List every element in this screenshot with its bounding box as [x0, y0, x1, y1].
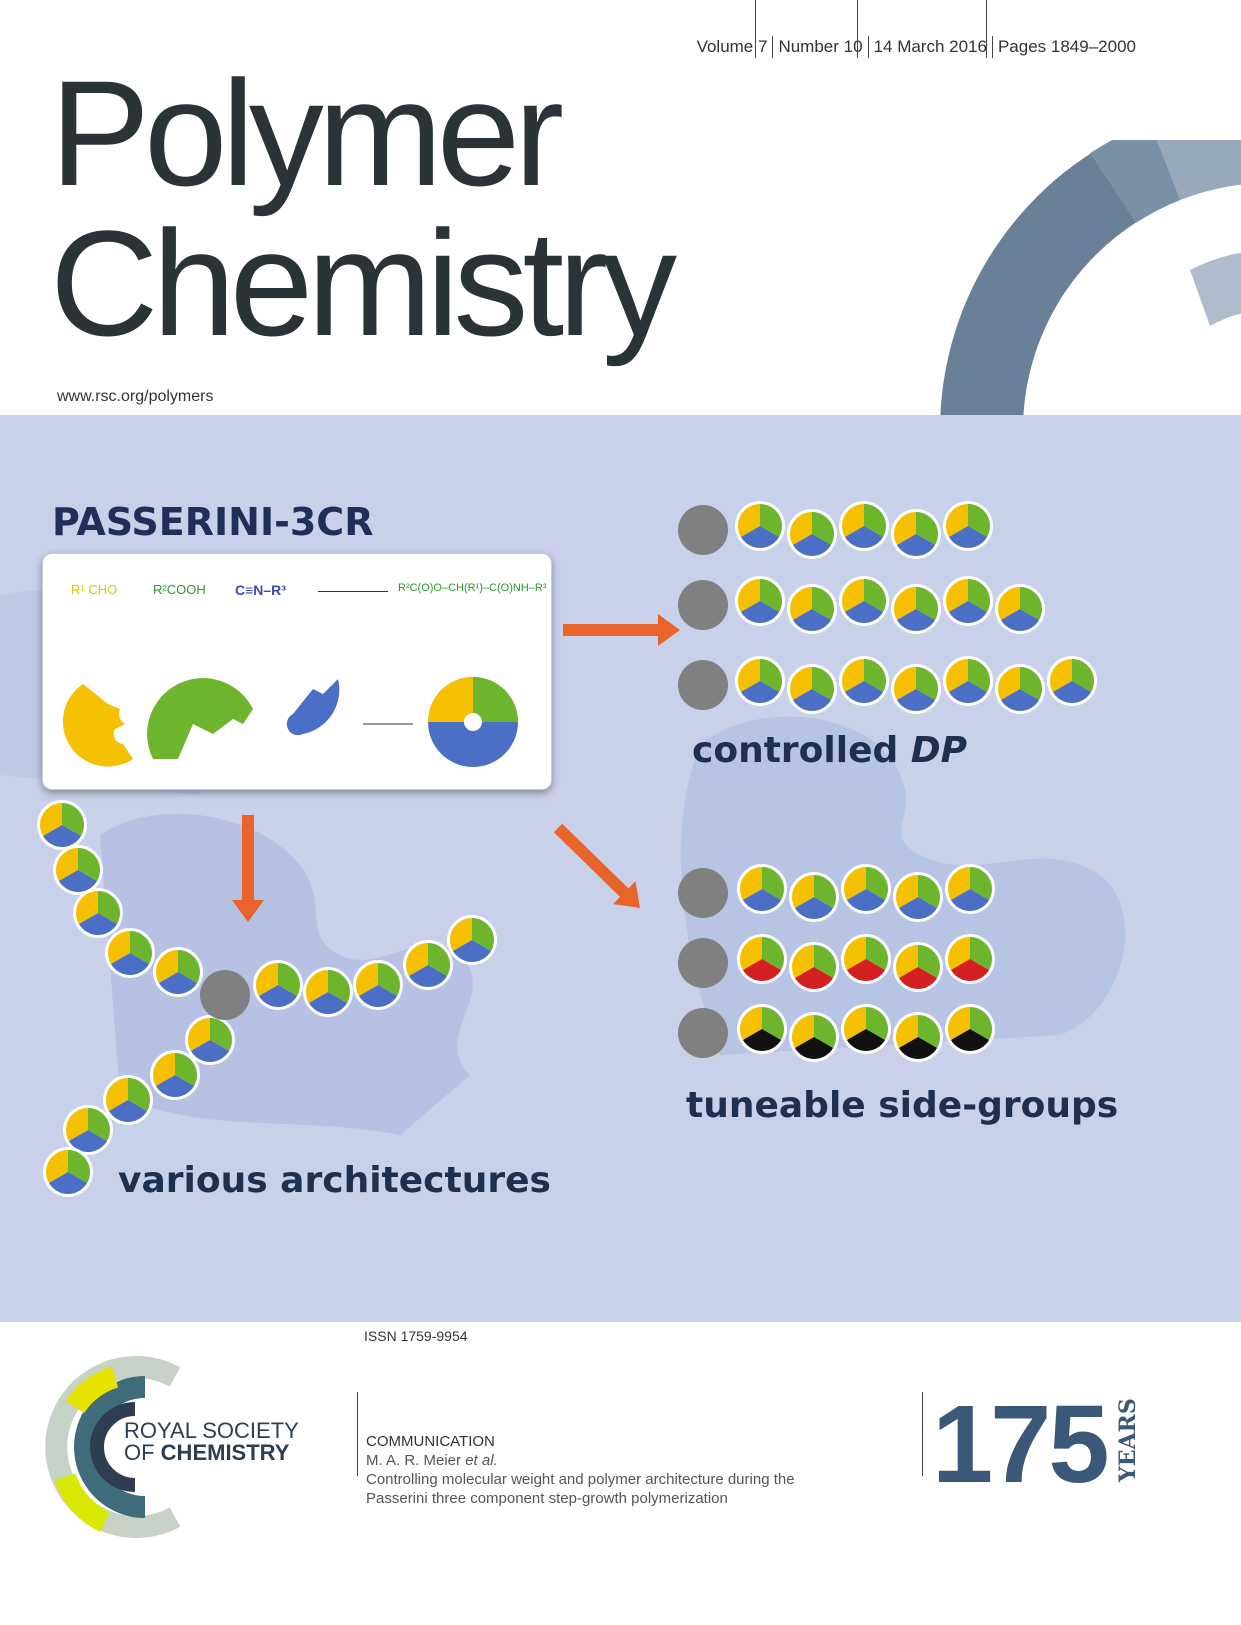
- label-architectures: various architectures: [118, 1160, 551, 1201]
- aldehyde: R¹ CHO: [71, 582, 118, 597]
- issue-date: 14 March 2016: [867, 36, 992, 58]
- issue-number: Number 10: [772, 36, 867, 58]
- divider: [857, 0, 858, 58]
- issue-info: Volume 7 Number 10 14 March 2016 Pages 1…: [692, 36, 1141, 58]
- article-type: COMMUNICATION: [366, 1433, 495, 1450]
- rsc-logo-mark: [45, 1356, 181, 1538]
- blue-piece: [286, 679, 340, 736]
- isocyanide: C≡N–R³: [235, 582, 286, 598]
- volume: Volume 7: [696, 37, 768, 56]
- reaction-arrow: [318, 591, 388, 592]
- title-line-1: Polymer: [50, 49, 564, 217]
- divider: [922, 1392, 923, 1476]
- reaction-scheme: R¹ CHO R²COOH C≡N–R³ R²C(O)O–CH(R¹)–C(O)…: [42, 553, 552, 790]
- green-piece: [147, 678, 253, 759]
- label-controlled-dp: controlled DP: [692, 730, 968, 771]
- featured-article[interactable]: COMMUNICATION M. A. R. Meier et al. Cont…: [366, 1432, 795, 1508]
- title-line-2: Chemistry: [50, 199, 677, 367]
- divider: [357, 1392, 358, 1476]
- yellow-piece: [62, 684, 134, 767]
- label-tuneable: tuneable side-groups: [686, 1085, 1119, 1126]
- article-authors: M. A. R. Meier et al.: [366, 1452, 498, 1469]
- carboxylic-acid: R²COOH: [153, 582, 206, 597]
- issn: ISSN 1759-9954: [364, 1328, 468, 1344]
- journal-title: Polymer Chemistry: [50, 49, 677, 367]
- cover-artwork: PASSERINI-3CR controlled DP tuneable sid…: [0, 415, 1241, 1322]
- product: R²C(O)O–CH(R¹)–C(O)NH–R³: [398, 582, 547, 594]
- anniversary-number: 175: [932, 1383, 1110, 1506]
- page-range: Pages 1849–2000: [991, 36, 1141, 58]
- divider: [986, 0, 987, 58]
- divider: [755, 0, 756, 58]
- reaction-heading: PASSERINI-3CR: [52, 500, 374, 544]
- puzzle-scheme: [62, 677, 518, 767]
- article-title-2: Passerini three component step-growth po…: [366, 1490, 728, 1507]
- article-title-1: Controlling molecular weight and polymer…: [366, 1471, 795, 1488]
- publisher-name: ROYAL SOCIETY OF CHEMISTRY: [124, 1418, 299, 1465]
- anniversary-label: YEARS: [1115, 1398, 1141, 1482]
- journal-url[interactable]: www.rsc.org/polymers: [57, 388, 214, 405]
